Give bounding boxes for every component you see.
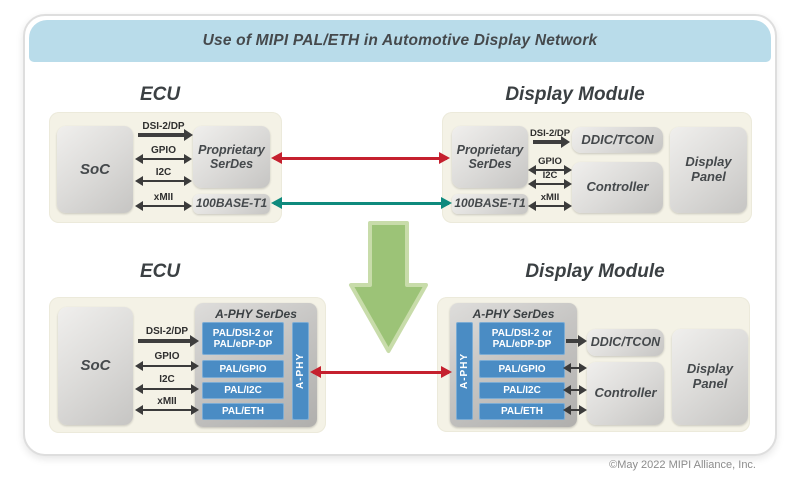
aphy-serdes-title: A-PHY SerDes bbox=[472, 307, 555, 321]
i2c-arrow bbox=[563, 383, 587, 397]
i2c-label: I2C bbox=[155, 167, 172, 178]
aphy-serdes-title: A-PHY SerDes bbox=[215, 307, 297, 321]
eth-arrow bbox=[563, 403, 587, 417]
pal-i2c-box: PAL/I2C bbox=[479, 382, 565, 399]
gpio-arrow bbox=[135, 359, 199, 373]
ethernet-link-arrow bbox=[271, 196, 452, 210]
proprietary-serdes-box-dm: Proprietary SerDes bbox=[452, 126, 528, 188]
ecu-bottom-container: SoC A-PHY SerDes PAL/DSI-2 or PAL/eDP-DP… bbox=[49, 297, 326, 433]
pal-gpio-box: PAL/GPIO bbox=[479, 360, 565, 378]
aphy-serdes-box-ecu: A-PHY SerDes PAL/DSI-2 or PAL/eDP-DP PAL… bbox=[195, 303, 317, 427]
heading-ecu-bottom: ECU bbox=[139, 261, 181, 282]
heading-display-module-top: Display Module bbox=[505, 84, 645, 105]
xmii-label: xMII bbox=[153, 192, 174, 203]
dsi2dp-label: DSI-2/DP bbox=[142, 121, 185, 132]
dsi2dp-arrow bbox=[563, 334, 587, 348]
aphy-phy-box: A-PHY bbox=[292, 322, 309, 420]
dsi2dp-label: DSI-2/DP bbox=[529, 128, 571, 139]
proprietary-serdes-box-ecu: Proprietary SerDes bbox=[193, 126, 270, 188]
display-module-top-container: Proprietary SerDes 100BASE-T1 DDIC/TCON … bbox=[442, 112, 752, 223]
aphy-serdes-box-dm: A-PHY SerDes A-PHY PAL/DSI-2 or PAL/eDP-… bbox=[450, 303, 577, 427]
xmii-label: xMII bbox=[157, 396, 177, 407]
pal-eth-box: PAL/ETH bbox=[479, 403, 565, 420]
title-bar: Use of MIPI PAL/ETH in Automotive Displa… bbox=[29, 20, 771, 62]
xmii-arrow bbox=[135, 199, 192, 213]
heading-display-module-bottom: Display Module bbox=[525, 261, 665, 282]
dsi2dp-arrow bbox=[135, 334, 199, 348]
dsi2dp-arrow bbox=[530, 135, 570, 149]
gpio-arrow bbox=[563, 361, 587, 375]
ddic-tcon-box-bottom: DDIC/TCON bbox=[587, 329, 664, 356]
display-panel-box-bottom: Display Panel bbox=[672, 329, 748, 425]
xmii-label: xMII bbox=[540, 192, 560, 203]
dsi2dp-label: DSI-2/DP bbox=[145, 326, 189, 337]
soc-box-bottom: SoC bbox=[58, 307, 133, 425]
xmii-arrow bbox=[528, 199, 572, 213]
dsi2dp-arrow bbox=[135, 128, 193, 142]
gpio-arrow bbox=[135, 152, 192, 166]
display-panel-box-top: Display Panel bbox=[670, 127, 747, 213]
i2c-label: I2C bbox=[542, 170, 558, 181]
gpio-arrow bbox=[528, 163, 572, 177]
gpio-label: GPIO bbox=[150, 145, 176, 156]
pal-eth-box: PAL/ETH bbox=[202, 403, 284, 420]
aphy-phy-box: A-PHY bbox=[456, 322, 473, 420]
aphy-link-arrow bbox=[310, 365, 452, 379]
i2c-arrow bbox=[135, 174, 192, 188]
i2c-arrow bbox=[135, 382, 199, 396]
100base-t1-box-ecu: 100BASE-T1 bbox=[193, 194, 270, 214]
heading-ecu-top: ECU bbox=[139, 84, 181, 105]
ddic-tcon-box-top: DDIC/TCON bbox=[572, 127, 663, 153]
display-module-bottom-container: A-PHY SerDes A-PHY PAL/DSI-2 or PAL/eDP-… bbox=[437, 297, 750, 432]
i2c-arrow bbox=[528, 177, 572, 191]
controller-box-bottom: Controller bbox=[587, 362, 664, 425]
100base-t1-box-dm: 100BASE-T1 bbox=[452, 194, 528, 214]
page-title: Use of MIPI PAL/ETH in Automotive Displa… bbox=[202, 32, 598, 49]
pal-dsi2-box: PAL/DSI-2 or PAL/eDP-DP bbox=[479, 322, 565, 355]
pal-i2c-box: PAL/I2C bbox=[202, 382, 284, 399]
gpio-label: GPIO bbox=[538, 156, 562, 167]
ecu-top-container: SoC Proprietary SerDes 100BASE-T1 DSI-2/… bbox=[49, 112, 282, 223]
proprietary-link-arrow bbox=[271, 151, 450, 165]
gpio-label: GPIO bbox=[154, 351, 180, 362]
upgrade-down-arrow bbox=[349, 221, 428, 353]
copyright-text: ©May 2022 MIPI Alliance, Inc. bbox=[609, 459, 756, 471]
i2c-label: I2C bbox=[159, 374, 175, 385]
soc-box-top: SoC bbox=[57, 126, 133, 213]
xmii-arrow bbox=[135, 403, 199, 417]
pal-dsi2-box: PAL/DSI-2 or PAL/eDP-DP bbox=[202, 322, 284, 355]
pal-gpio-box: PAL/GPIO bbox=[202, 360, 284, 378]
controller-box-top: Controller bbox=[572, 162, 663, 213]
